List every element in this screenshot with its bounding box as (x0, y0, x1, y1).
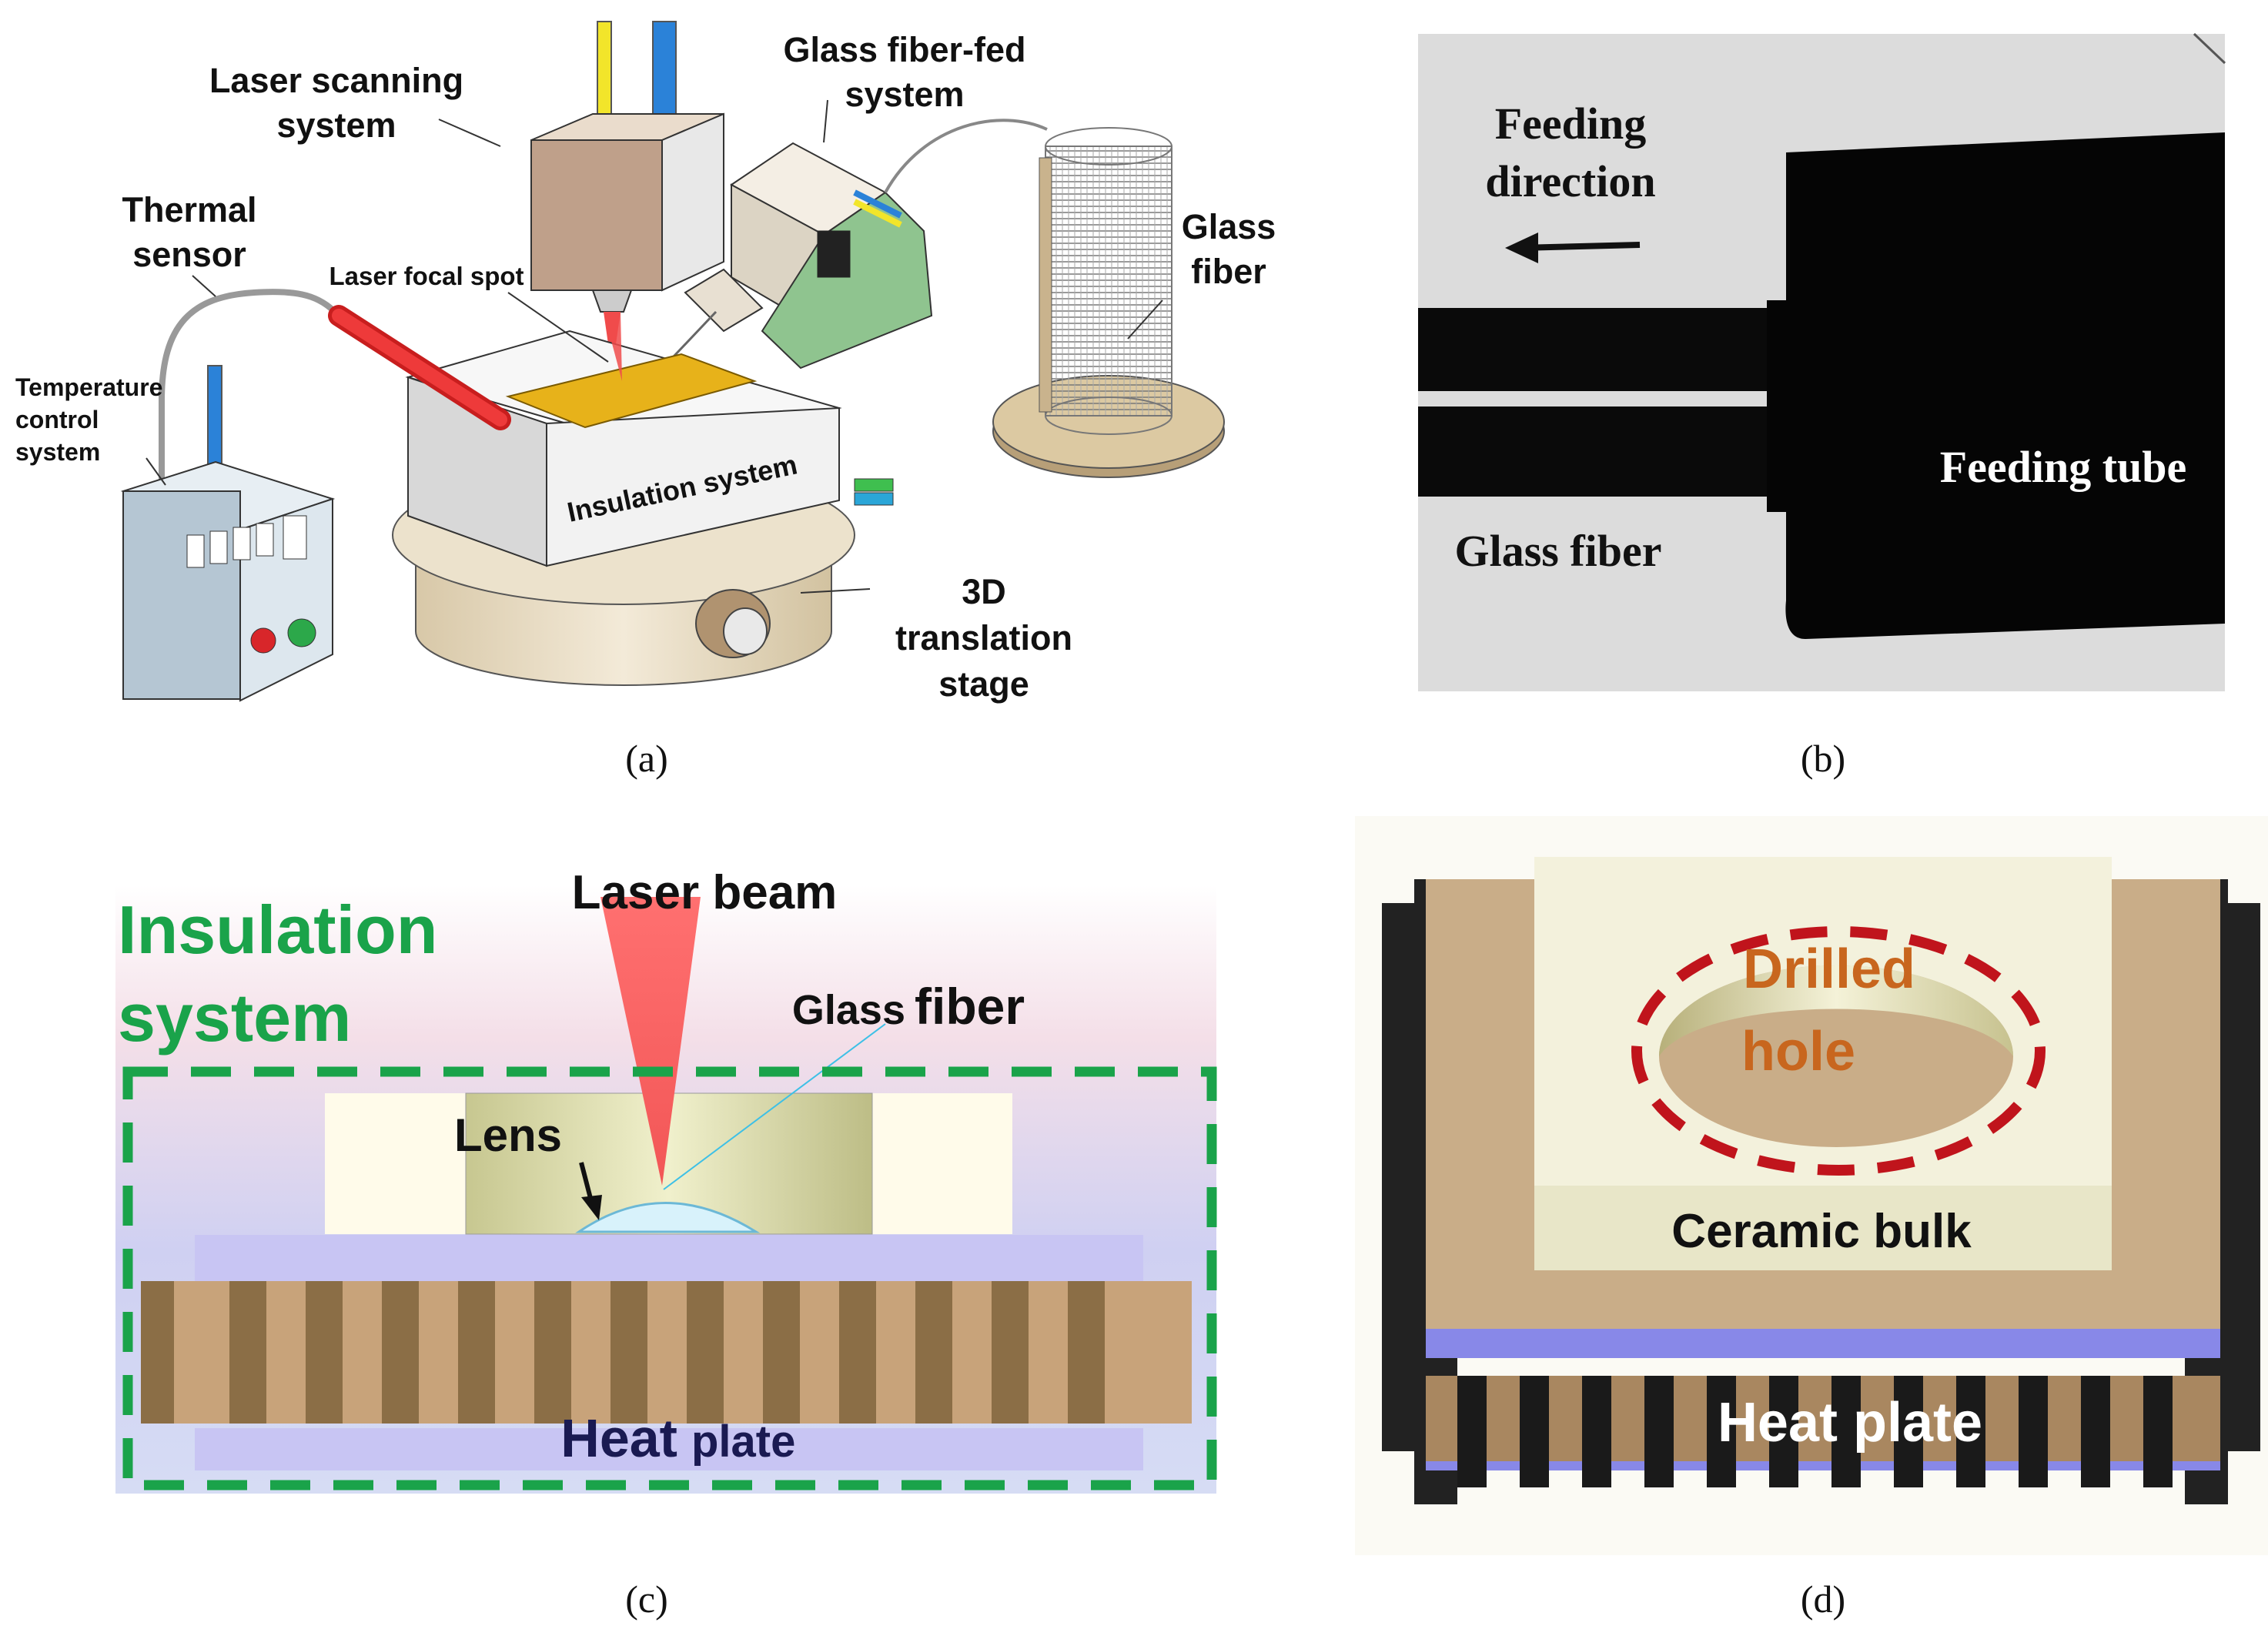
panel-b: Feeding direction Feeding tube Glass fib… (1418, 32, 2226, 691)
heat-plate-stripes-c (141, 1281, 1105, 1424)
caption-c: (c) (625, 1577, 668, 1621)
label-thermal: Thermal (122, 190, 256, 229)
insulation-box (405, 312, 842, 567)
caption-d: (d) (1801, 1577, 1845, 1621)
label-glass: Glass (1182, 207, 1276, 246)
label-fiber-c: fiber (915, 978, 1025, 1035)
temperature-control-box (120, 365, 336, 702)
label-laser-scanning: Laser scanning (209, 61, 463, 100)
panel-a-pointers (146, 99, 1163, 594)
label-fiber: fiber (1191, 252, 1266, 291)
label-laser-focal-spot: Laser focal spot (329, 262, 524, 290)
label-translation: translation (895, 618, 1072, 657)
label-3d: 3D (962, 572, 1006, 611)
label-ceramic-bulk: Ceramic bulk (1671, 1205, 1972, 1258)
label-feeding: Feeding (1495, 99, 1647, 149)
label-control-system: system (15, 438, 100, 466)
label-glass-fiber-fed-system: system (845, 75, 964, 114)
label-insulation-c: Insulation (118, 892, 438, 968)
label-control: control (15, 406, 99, 433)
label-hole: hole (1741, 1021, 1855, 1082)
glass-fiber-fed-system (645, 119, 1048, 386)
panel-a: Laser scanning system Glass fiber-fed sy… (15, 21, 1276, 704)
laser-scanning-head (530, 21, 724, 371)
label-laser-beam: Laser beam (572, 866, 838, 919)
label-stage: stage (938, 664, 1029, 704)
label-heat-plate-d: Heat plate (1718, 1392, 1982, 1454)
label-glass-c: Glass (792, 987, 905, 1033)
label-insulation-system-c: system (118, 979, 351, 1056)
caption-a: (a) (625, 737, 668, 780)
panel-d: Drilled hole Ceramic bulk Heat plate (1355, 816, 2268, 1555)
heat-plate-fins-d (1457, 1376, 2173, 1487)
panel-c: Insulation system Laser beam Glass fiber… (115, 866, 1217, 1494)
label-drilled: Drilled (1743, 938, 1915, 1000)
label-feeding-tube: Feeding tube (1940, 442, 2187, 492)
glass-fiber-spool (992, 127, 1225, 478)
caption-b: (b) (1801, 737, 1845, 780)
label-temperature: Temperature (15, 373, 162, 401)
label-glass-fiber-b: Glass fiber (1454, 526, 1661, 576)
label-lens: Lens (454, 1109, 562, 1161)
thermal-sensor (159, 289, 511, 490)
label-laser-scanning-system: system (276, 105, 396, 145)
label-heat-c: Heat (560, 1408, 677, 1468)
label-thermal-sensor: sensor (132, 235, 246, 274)
label-direction: direction (1485, 156, 1655, 206)
label-glass-fiber-fed: Glass fiber-fed (783, 30, 1025, 69)
label-plate-c: plate (691, 1417, 795, 1467)
